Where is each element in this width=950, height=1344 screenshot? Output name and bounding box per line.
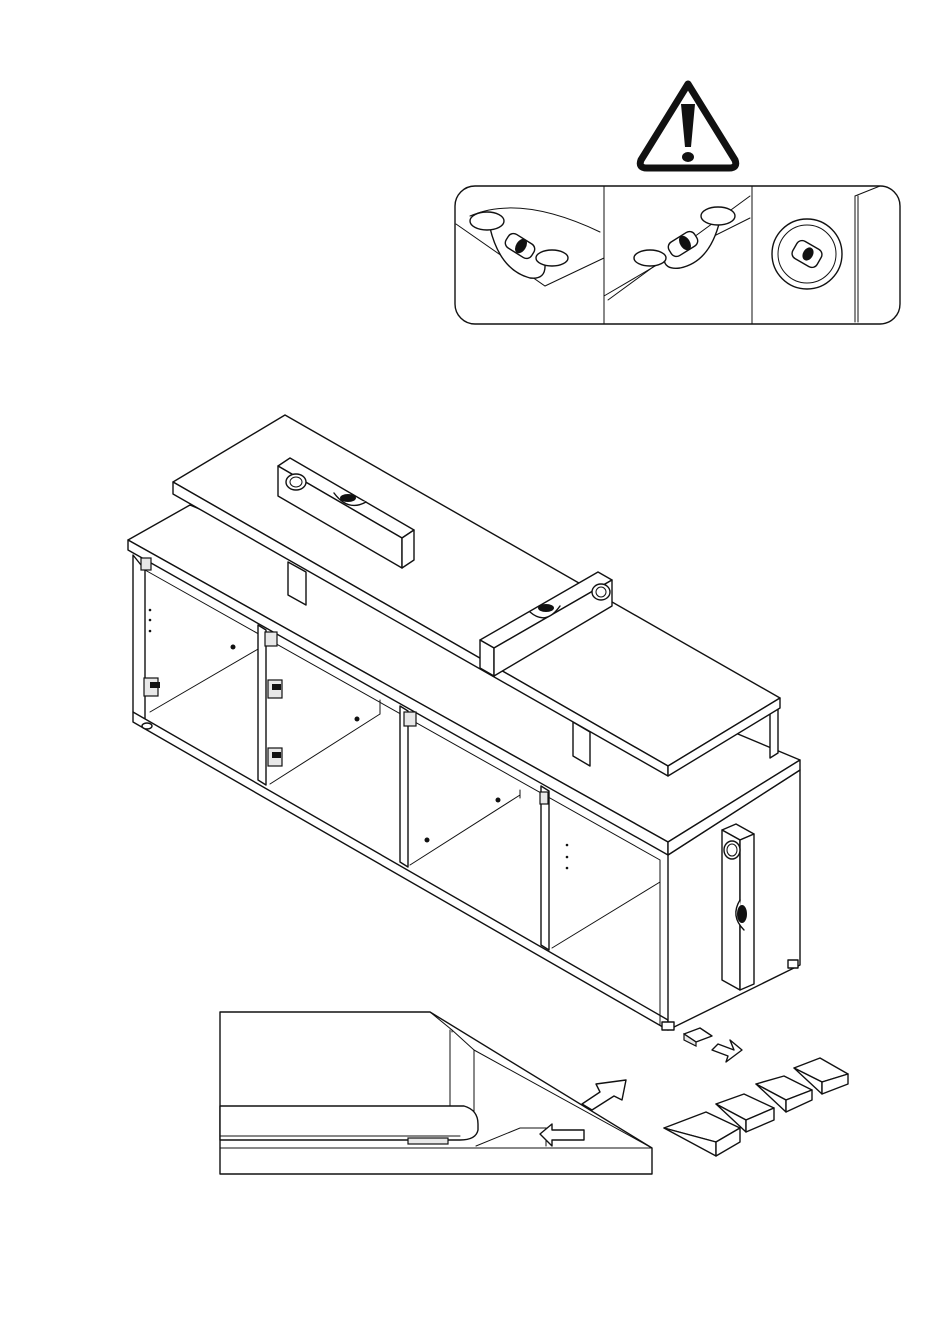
- inset-detail-shim: [220, 1012, 652, 1174]
- lift-arrow-icon: [582, 1080, 626, 1110]
- shim-wedge: [664, 1112, 740, 1156]
- level-detail-panels: [455, 186, 900, 324]
- shim-wedges: [664, 1058, 848, 1156]
- warning-triangle-icon: [640, 84, 736, 168]
- push-arrow-icon: [712, 1040, 742, 1062]
- shim-under-foot: [684, 1028, 712, 1046]
- spirit-level-icon: [722, 824, 754, 990]
